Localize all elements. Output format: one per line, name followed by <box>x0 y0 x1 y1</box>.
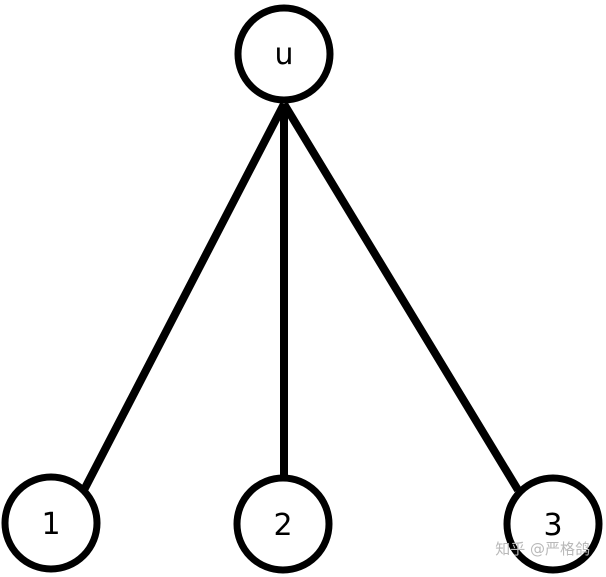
node-1: 1 <box>1 473 101 573</box>
node-2: 2 <box>233 474 333 574</box>
edge-u-1 <box>80 102 288 492</box>
node-u-label: u <box>274 37 293 72</box>
node-2-label: 2 <box>273 508 292 543</box>
node-3-label: 3 <box>543 508 562 543</box>
edge-u-3 <box>280 101 522 493</box>
node-1-label: 1 <box>41 507 60 542</box>
node-2-circle <box>233 474 333 574</box>
node-1-circle <box>1 473 101 573</box>
watermark-text: 知乎 @严格鸽 <box>495 540 590 558</box>
node-3: 3 <box>503 474 603 574</box>
node-3-circle <box>503 474 603 574</box>
node-u-circle <box>234 4 334 104</box>
node-u: u <box>234 4 334 104</box>
edges <box>80 101 522 493</box>
